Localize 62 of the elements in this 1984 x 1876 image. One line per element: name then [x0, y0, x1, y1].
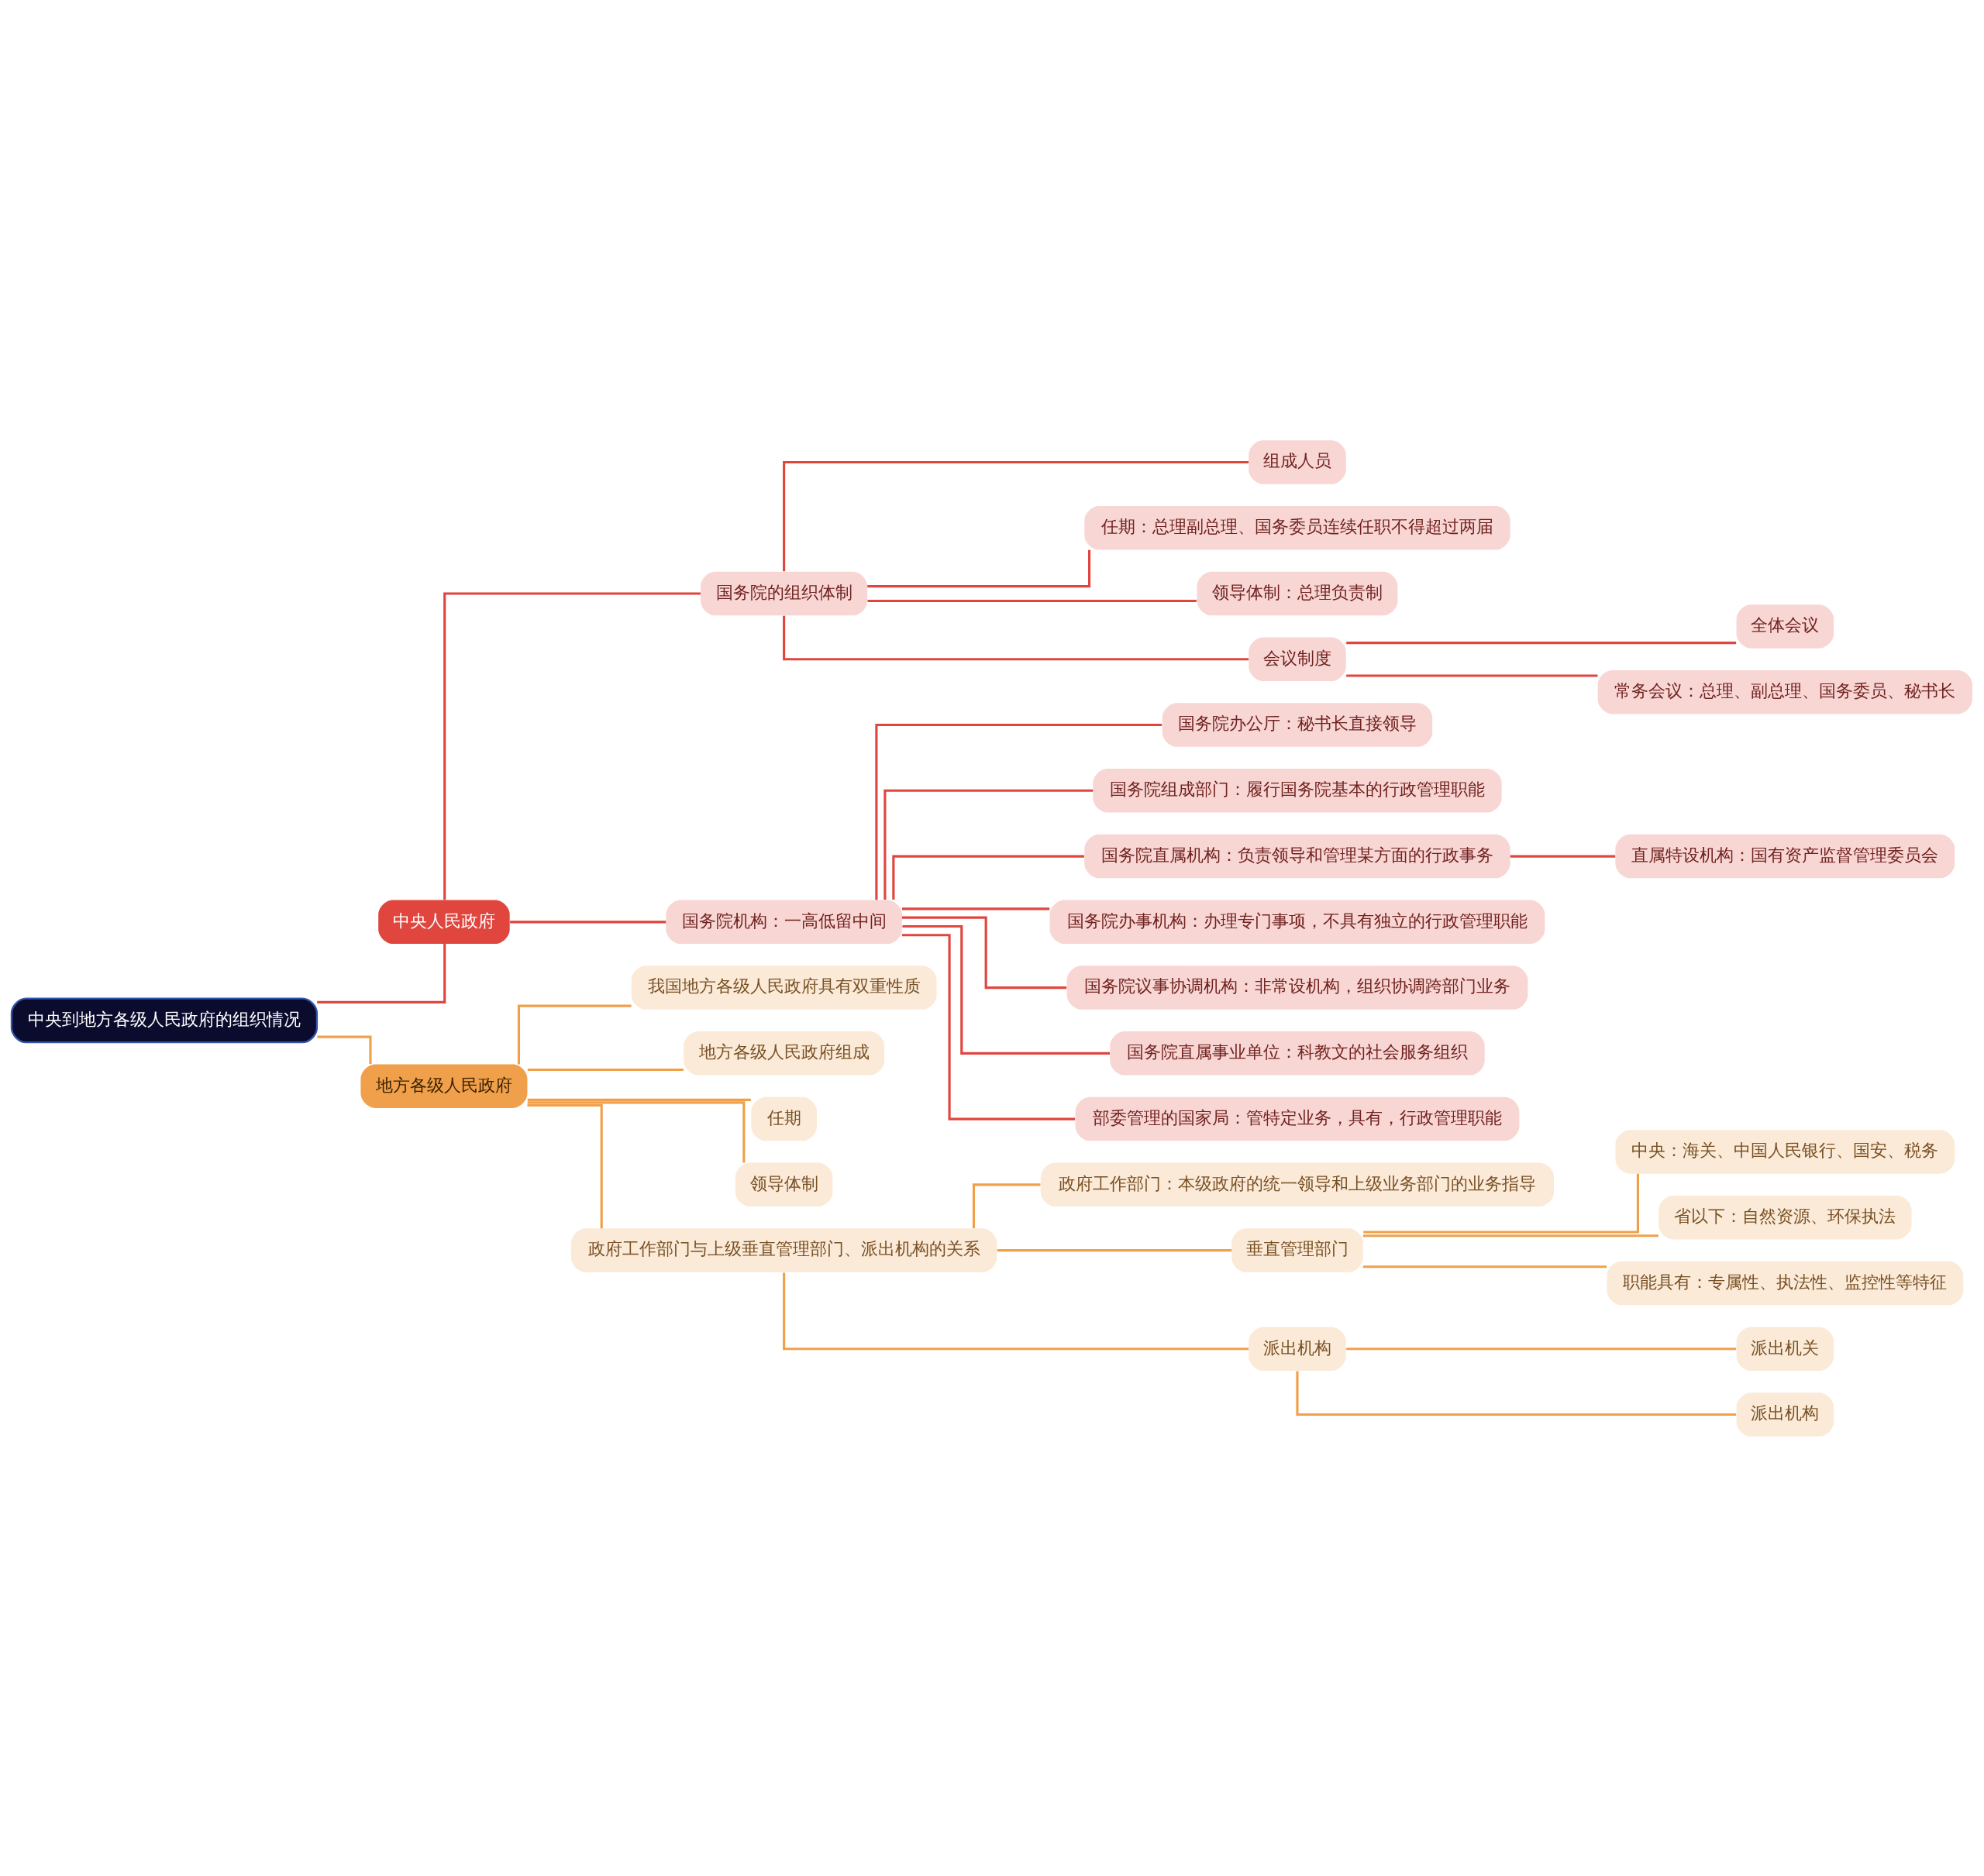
connector	[527, 1098, 751, 1101]
connector	[1362, 1265, 1607, 1268]
node-box: 领导体制	[735, 1162, 833, 1206]
node-box: 政府工作部门与上级垂直管理部门、派出机构的关系	[570, 1227, 997, 1272]
connector	[902, 924, 1110, 1055]
connector	[1346, 641, 1737, 644]
node-box: 派出机关	[1736, 1326, 1834, 1371]
node-box: 会议制度	[1249, 637, 1346, 681]
connector	[517, 1004, 632, 1064]
node-box: 地方各级人民政府组成	[684, 1031, 885, 1076]
connector	[972, 1182, 1041, 1228]
node-box: 领导体制：总理负责制	[1197, 571, 1398, 615]
node-box: 我国地方各级人民政府具有双重性质	[631, 965, 937, 1010]
connector	[884, 789, 1094, 900]
connector	[443, 591, 701, 900]
node-box: 组成人员	[1249, 439, 1346, 484]
node-box: 省以下：自然资源、环保执法	[1658, 1195, 1912, 1239]
connector	[867, 549, 1091, 587]
node-box: 地方各级人民政府	[360, 1063, 528, 1108]
connector	[783, 460, 1249, 571]
connector	[1362, 1234, 1658, 1237]
connector	[1346, 1347, 1737, 1350]
node-box: 中央人民政府	[378, 900, 510, 944]
node-box: 任期	[751, 1096, 817, 1141]
connector	[317, 943, 446, 1003]
connector	[867, 599, 1197, 602]
node-box: 垂直管理部门	[1231, 1227, 1363, 1272]
connector	[783, 1272, 1249, 1350]
connector	[527, 1100, 746, 1162]
connector	[902, 907, 1050, 910]
node-box: 国务院办事机构：办理专门事项，不具有独立的行政管理职能	[1049, 900, 1545, 944]
node-box: 国务院机构：一高低留中间	[666, 900, 902, 944]
node-box: 政府工作部门：本级政府的统一领导和上级业务部门的业务指导	[1040, 1162, 1555, 1206]
connector	[1296, 1370, 1737, 1416]
node-box: 派出机构	[1249, 1326, 1346, 1371]
node-box: 中央：海关、中国人民银行、国安、税务	[1615, 1129, 1955, 1174]
node-box: 国务院直属事业单位：科教文的社会服务组织	[1110, 1031, 1485, 1076]
node-box: 派出机构	[1736, 1392, 1834, 1437]
node-box: 职能具有：专属性、执法性、监控性等特征	[1607, 1261, 1964, 1305]
node-box: 直属特设机构：国有资产监督管理委员会	[1615, 834, 1955, 878]
connector	[892, 855, 1084, 900]
node-box: 国务院的组织体制	[701, 571, 868, 615]
connector	[527, 1103, 603, 1228]
connector	[783, 615, 1249, 660]
node-box: 部委管理的国家局：管特定业务，具有，行政管理职能	[1075, 1096, 1520, 1141]
connector	[1510, 855, 1616, 858]
node-box: 国务院直属机构：负责领导和管理某方面的行政事务	[1084, 834, 1510, 878]
node-box: 国务院组成部门：履行国务院基本的行政管理职能	[1093, 768, 1502, 813]
connector	[901, 916, 1067, 989]
node-box: 任期：总理副总理、国务委员连续任职不得超过两届	[1084, 505, 1510, 550]
connector	[1363, 1173, 1639, 1234]
node-box: 国务院议事协调机构：非常设机构，组织协调跨部门业务	[1066, 965, 1528, 1010]
connector	[875, 723, 1162, 900]
connector	[997, 1248, 1232, 1251]
node-box: 常务会议：总理、副总理、国务委员、秘书长	[1597, 670, 1973, 714]
connector	[510, 920, 666, 923]
node-box: 中央到地方各级人民政府的组织情况	[10, 997, 319, 1043]
node-box: 国务院办公厅：秘书长直接领导	[1162, 702, 1433, 747]
node-box: 全体会议	[1736, 604, 1834, 649]
connector	[1346, 673, 1598, 677]
connector	[527, 1068, 684, 1071]
connector	[901, 933, 1076, 1120]
